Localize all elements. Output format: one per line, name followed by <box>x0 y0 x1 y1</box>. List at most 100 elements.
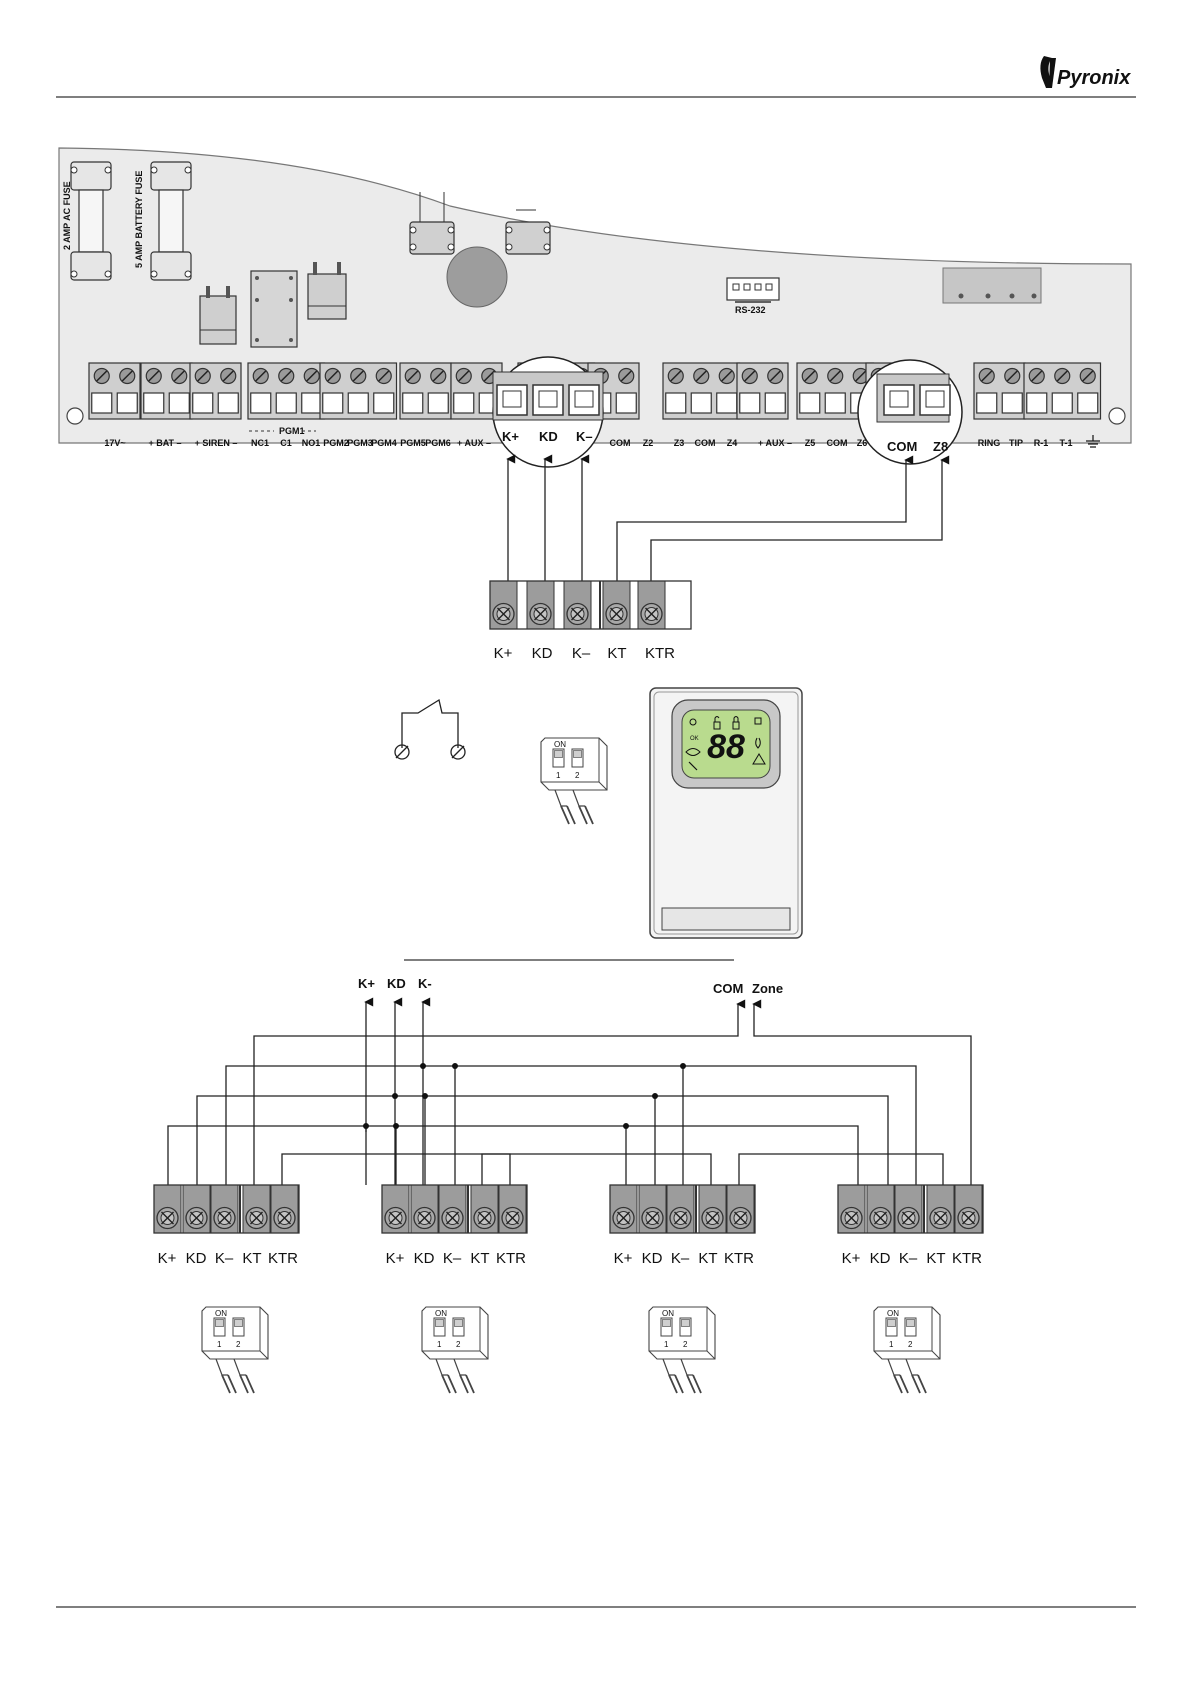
terminal-label-c1: C1 <box>280 438 292 448</box>
terminal-block-6 <box>399 362 452 420</box>
terminal-label-pgm6: PGM6 <box>425 438 451 448</box>
terminal-label-pgm2: PGM2 <box>323 438 349 448</box>
terminal-label-tip: TIP <box>1009 438 1023 448</box>
terminal-label-com-3: COM <box>827 438 848 448</box>
dip-switch-keypad-3: ON 1 2 <box>648 1306 716 1394</box>
panel-terminal-7 <box>250 367 272 414</box>
bus-label-com: COM <box>713 981 743 996</box>
brand-name: Pyronix <box>1057 67 1131 89</box>
zone-8-magnifier: COM Z8 <box>857 359 963 465</box>
mount-hole-left <box>66 407 84 425</box>
panel-terminal-14 <box>427 367 449 414</box>
panel-terminal-15 <box>453 367 475 414</box>
pgm1-group-label: PGM1 <box>279 426 305 436</box>
terminal-label-pgm4: PGM4 <box>371 438 397 448</box>
keypad-label-kt: KT <box>607 645 626 662</box>
fuse-ac <box>70 161 112 281</box>
terminal-label-aux-2: + AUX – <box>758 438 792 448</box>
keypad-4-label-2: K– <box>899 1250 918 1267</box>
keypad-3-label-1: KD <box>642 1250 663 1267</box>
keypad-2-label-3: KT <box>470 1250 489 1267</box>
dip-num-1: 1 <box>556 771 561 780</box>
keypad-device: 88 OK <box>649 687 803 939</box>
fuse-battery-label: 5 AMP BATTERY FUSE <box>134 171 144 268</box>
terminal-block-2 <box>140 362 193 420</box>
keypad-4-label-4: KTR <box>952 1250 982 1267</box>
keypad-2-label-2: K– <box>443 1250 462 1267</box>
panel-terminal-4 <box>168 367 190 414</box>
relay-left <box>199 286 237 345</box>
keypad-3-label-4: KTR <box>724 1250 754 1267</box>
lcd-ok-label: OK <box>690 736 699 742</box>
modem-module <box>942 267 1042 304</box>
keypad-bottom-slot <box>661 907 791 931</box>
panel-terminal-12 <box>373 367 395 414</box>
keypad-2-label-1: KD <box>414 1250 435 1267</box>
dip-on-label: ON <box>554 740 566 749</box>
keypad-3-label-3: KT <box>698 1250 717 1267</box>
dip-3-num-2: 2 <box>683 1340 688 1349</box>
magnifier-label-k-plus: K+ <box>502 429 519 444</box>
terminal-label-t1: T-1 <box>1059 438 1072 448</box>
rs232-connector: RS-232 <box>726 277 780 315</box>
page-header: Pyronix <box>56 56 1136 98</box>
panel-terminal-35 <box>1051 367 1073 414</box>
dip-3-on-label: ON <box>662 1309 674 1318</box>
keypad-4-label-3: KT <box>926 1250 945 1267</box>
bus-label-zone: Zone <box>752 981 783 996</box>
panel-terminal-8 <box>275 367 297 414</box>
panel-terminal-21 <box>615 367 637 414</box>
dip-4-num-1: 1 <box>889 1340 894 1349</box>
control-panel-board: 2 AMP AC FUSE 5 AMP BATTERY FUSE <box>58 147 1132 468</box>
keypad-label-ktr: KTR <box>645 645 675 662</box>
terminal-label-z3: Z3 <box>674 438 685 448</box>
sounder-disc <box>446 246 508 308</box>
terminal-block-11 <box>736 362 789 420</box>
panel-terminal-28 <box>824 367 846 414</box>
dip-3-num-1: 1 <box>664 1340 669 1349</box>
relay-right <box>307 262 347 320</box>
keypad-3-label-2: K– <box>671 1250 690 1267</box>
keypad-bus-magnifier: K+ KD K– <box>492 356 604 468</box>
fuse-battery <box>150 161 192 281</box>
relay-chip <box>250 270 298 348</box>
lcd-fire-icon <box>755 737 761 749</box>
panel-to-keypad-wiring <box>506 454 950 581</box>
keypad-lcd: 88 OK <box>681 709 771 779</box>
lcd-bell-icon <box>754 717 762 725</box>
panel-terminal-1 <box>91 367 113 414</box>
terminal-block-3 <box>189 362 242 420</box>
rs232-label: RS-232 <box>735 305 766 315</box>
keypad-3-label-0: K+ <box>614 1250 633 1267</box>
keypad-1-label-3: KT <box>242 1250 261 1267</box>
magnifier-label-com: COM <box>887 439 917 454</box>
keypad-1-label-1: KD <box>186 1250 207 1267</box>
tamper-switch-left <box>409 192 455 255</box>
keypad-4-label-0: K+ <box>842 1250 861 1267</box>
bus-header-labels: K+ KD K- COM Zone <box>358 976 783 996</box>
panel-terminal-5 <box>192 367 214 414</box>
panel-terminal-3 <box>143 367 165 414</box>
earth-ground-icon <box>1086 435 1100 448</box>
dip-2-num-1: 1 <box>437 1340 442 1349</box>
dip-1-num-1: 1 <box>217 1340 222 1349</box>
keypad-terminal-block-3: K+ KD K– KT KTR <box>609 1184 756 1267</box>
panel-terminal-22 <box>665 367 687 414</box>
keypad-4-label-1: KD <box>870 1250 891 1267</box>
terminal-label-nc1: NC1 <box>251 438 269 448</box>
terminal-label-z6: Z6 <box>857 438 868 448</box>
lcd-warning-icon <box>752 753 766 765</box>
tamper-link-symbol <box>394 698 466 760</box>
keypad-terminal-block-single: K+ KD K– KT KTR <box>489 580 692 662</box>
terminal-block-10 <box>662 362 741 420</box>
keypad-1-label-0: K+ <box>158 1250 177 1267</box>
keypad-2-label-0: K+ <box>386 1250 405 1267</box>
panel-terminal-10 <box>322 367 344 414</box>
terminal-block-4 <box>247 362 326 420</box>
